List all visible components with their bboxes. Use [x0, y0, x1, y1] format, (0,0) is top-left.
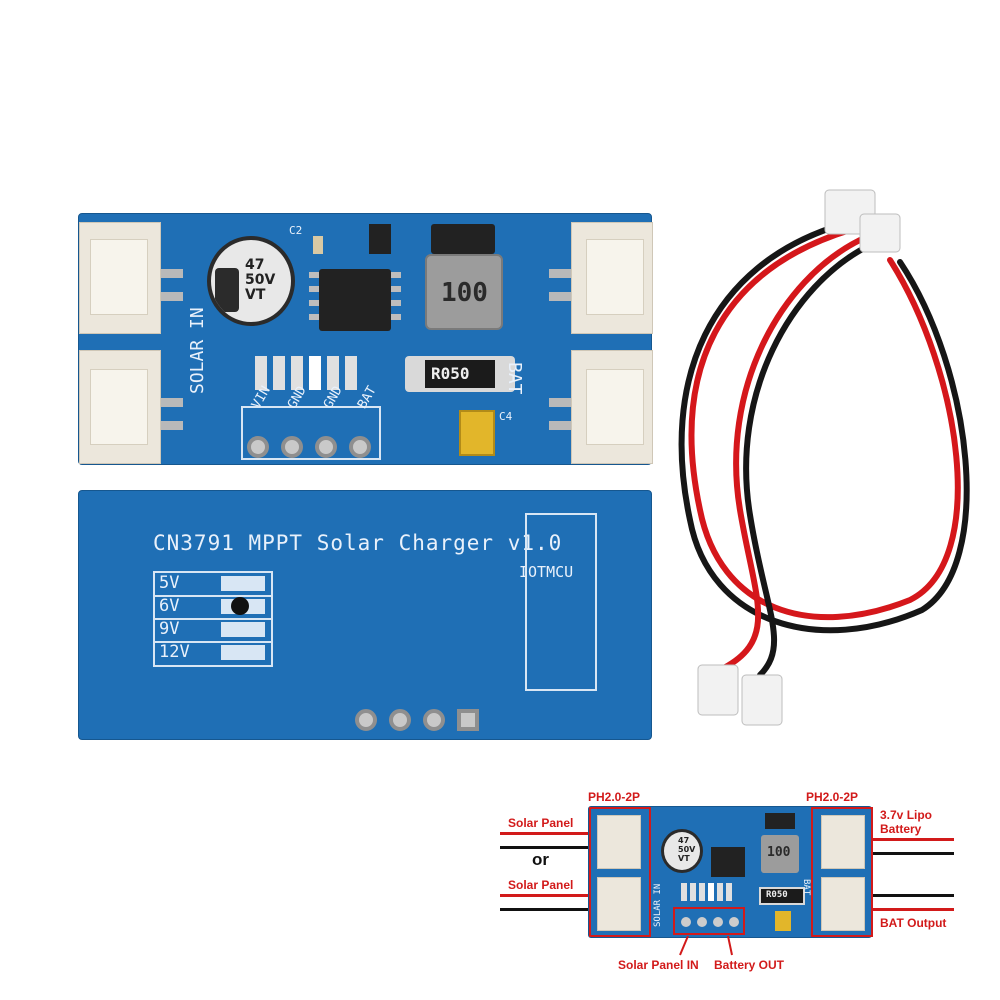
right-header-label: PH2.0-2P: [806, 790, 859, 804]
cap-text: 47 50V VT: [245, 258, 275, 303]
pin-pad: [281, 436, 303, 458]
black-wire: [678, 222, 970, 634]
mini-connector: [597, 815, 641, 869]
jumper-pad-selected: [221, 597, 265, 615]
pin-header: [241, 406, 381, 460]
black-wire-2: [743, 242, 873, 678]
red-wire-2: [717, 237, 863, 673]
battery-connector: [571, 222, 653, 334]
mini-connector: [597, 877, 641, 931]
mini-tantalum: [775, 911, 791, 931]
c4-label: C4: [499, 410, 513, 423]
cn3791-chip: [319, 269, 391, 331]
voltage-select-table: 5V 6V 9V 12V: [153, 571, 273, 667]
c2-label: C2: [289, 224, 303, 237]
lipo-label-line1: 3.7v Lipo: [880, 808, 933, 822]
brand-outline: [525, 513, 597, 691]
solar-panel-in-label: Solar Panel IN: [618, 958, 699, 972]
voltage-option: 6V: [159, 596, 180, 616]
right-connector-box: [811, 807, 873, 937]
lipo-label-line2: Battery: [880, 822, 922, 836]
solar-in-label: SOLAR IN: [187, 307, 208, 394]
bottom-pcb-board: CN3791 MPPT Solar Charger v1.0 IOTMCU 5V…: [78, 490, 652, 740]
red-wire: [688, 227, 961, 621]
board-title: CN3791 MPPT Solar Charger v1.0: [153, 531, 563, 555]
mini-cap-text: VT: [678, 854, 690, 863]
bat-output-connector: [571, 350, 653, 464]
electrolytic-capacitor: 47 50V VT: [207, 236, 295, 326]
voltage-option: 5V: [159, 573, 180, 593]
mini-resistor: R050: [759, 887, 805, 905]
led-row: [255, 356, 367, 390]
left-header-label: PH2.0-2P: [588, 790, 641, 804]
wiring-diagram: PH2.0-2P PH2.0-2P Solar Panel or Solar P…: [500, 790, 1000, 990]
jumper-pad: [221, 622, 265, 637]
jst-cable: [678, 189, 970, 726]
annotation-arrows: [679, 935, 733, 956]
mini-diode: [765, 813, 795, 829]
pin-pad: [315, 436, 337, 458]
bat-output-label: BAT Output: [880, 916, 947, 930]
mini-chip: [711, 847, 745, 877]
through-hole-pad: [355, 709, 377, 731]
diode: [431, 224, 495, 254]
inductor: 100: [425, 254, 503, 330]
inductor-text: 100: [441, 278, 488, 308]
shunt-resistor: R050: [405, 356, 515, 392]
through-hole-pad: [389, 709, 411, 731]
cap-text-line: 47: [245, 257, 265, 273]
cap-text-line: 50V: [245, 272, 276, 288]
solar-panel-label-2: Solar Panel: [508, 878, 574, 892]
mini-resistor-text: R050: [766, 890, 788, 900]
pin-pad: [349, 436, 371, 458]
or-label: or: [532, 850, 549, 869]
tantalum-capacitor: [459, 410, 495, 456]
jumper-pad: [221, 645, 265, 660]
top-pcb-board: 47 50V VT C2 100 R050 C4 SOLAR IN VIN GN…: [78, 213, 653, 465]
jst-plug-bottom: [697, 664, 739, 716]
jumper-pad: [221, 576, 265, 591]
jst-plug-bottom-2: [741, 674, 783, 726]
bat-label: BAT: [504, 362, 525, 395]
solder-blob: [231, 597, 249, 615]
mini-pin-header-box: [673, 907, 745, 935]
resistor-text: R050: [431, 364, 470, 383]
mini-cap-text: 50V: [678, 845, 696, 854]
solar-panel-label-1: Solar Panel: [508, 816, 574, 830]
cap-text-line: VT: [245, 287, 266, 303]
left-connector-box: [589, 807, 651, 937]
through-hole-pad-square: [457, 709, 479, 731]
mini-board: 47 50V VT 100 R050 SOLAR IN BAT: [588, 806, 873, 938]
jst-plug-top-2: [859, 213, 901, 253]
voltage-option: 12V: [159, 642, 190, 662]
mosfet: [369, 224, 391, 254]
pin-pad: [247, 436, 269, 458]
mini-inductor-text: 100: [767, 845, 791, 860]
solar-in-connector-1: [79, 222, 161, 334]
voltage-option: 9V: [159, 619, 180, 639]
mini-connector: [821, 877, 865, 931]
mini-connector: [821, 815, 865, 869]
mini-cap-text: 47: [678, 836, 690, 845]
mini-electrolytic-cap: 47 50V VT: [661, 829, 703, 873]
smd-capacitor-c2: [313, 236, 323, 254]
battery-out-label: Battery OUT: [714, 958, 785, 972]
through-hole-pad: [423, 709, 445, 731]
mini-inductor: 100: [761, 835, 799, 873]
brand-label: IOTMCU: [519, 563, 574, 581]
mini-led-row: [681, 883, 737, 901]
solar-in-connector-2: [79, 350, 161, 464]
